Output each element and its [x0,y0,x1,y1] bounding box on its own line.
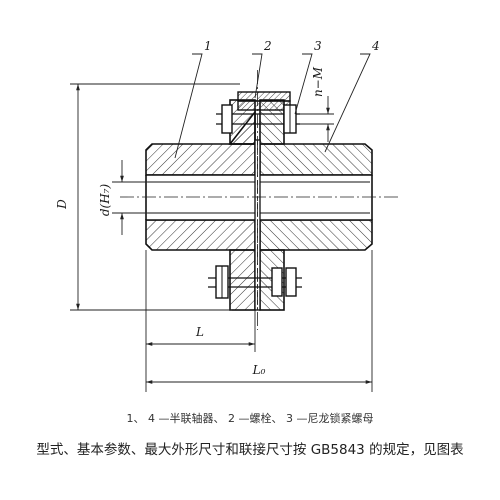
callout-2: 2 [263,39,272,53]
dim-L0-label: L₀ [252,363,266,377]
leaders [174,53,371,159]
lower-bolt [208,265,302,299]
center-lines [120,70,400,330]
dim-L-label: L [195,325,204,339]
callout-3: 3 [314,39,322,53]
left-half-coupling [145,99,256,311]
dim-bore-label: d(H₇) [98,184,112,217]
spec-note: 型式、基本参数、最大外形尺寸和联接尺寸按 GB5843 的规定，见图表 [36,442,464,458]
callout-1: 1 [204,39,212,53]
dim-bolt [300,96,334,142]
upper-bolt [216,91,300,134]
parts-caption: 1、 4 —半联轴器、 2 —螺栓、 3 —尼龙锁紧螺母 [126,412,374,425]
dim-L [145,250,256,392]
callout-4: 4 [371,39,380,53]
dim-D-label: D [55,199,69,210]
dim-bolt-label: n−M [311,66,325,97]
dim-L0 [146,250,373,392]
dim-bore [112,160,148,235]
dim-D [70,83,240,311]
